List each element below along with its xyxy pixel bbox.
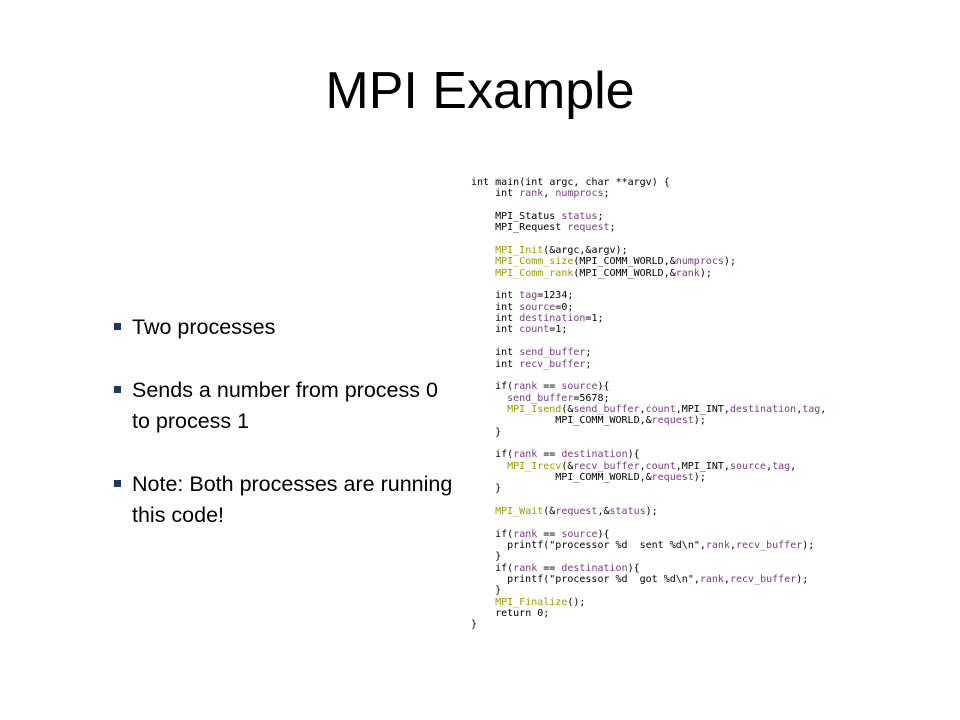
code-line: int destination=1; bbox=[495, 313, 604, 325]
code-line: } bbox=[471, 619, 478, 631]
code-line: if(rank == destination){ bbox=[495, 562, 640, 574]
code-line: printf("processor %d sent %d\n",rank,rec… bbox=[507, 540, 815, 551]
code-line: int send_buffer; bbox=[495, 347, 592, 359]
code-line: int rank, numprocs; bbox=[495, 188, 610, 200]
bullet-list: Two processes Sends a number from proces… bbox=[112, 312, 457, 563]
code-line: MPI_Comm_rank(MPI_COMM_WORLD,&rank); bbox=[495, 267, 712, 279]
code-line: if(rank == source){ bbox=[495, 528, 610, 540]
slide-title: MPI Example bbox=[325, 62, 635, 120]
bullet-item: Two processes bbox=[112, 312, 457, 343]
code-line: int main(int argc, char **argv) { bbox=[471, 177, 670, 188]
code-line: } bbox=[471, 426, 502, 438]
bullet-item: Sends a number from process 0 to process… bbox=[112, 375, 457, 437]
bullet-item: Note: Both processes are running this co… bbox=[112, 469, 457, 531]
code-line: MPI_Irecv(&recv_buffer,count,MPI_INT,sou… bbox=[507, 460, 797, 472]
code-line: MPI_Init(&argc,&argv); bbox=[495, 245, 628, 257]
bullet-text: Note: Both processes are running this co… bbox=[132, 472, 453, 527]
code-line: int tag=1234; bbox=[495, 290, 574, 302]
code-line: } bbox=[471, 551, 502, 563]
code-line: if(rank == destination){ bbox=[495, 449, 640, 461]
code-line: MPI_COMM_WORLD,&request); bbox=[555, 415, 706, 427]
code-block: int main(int argc, char **argv) { int ra… bbox=[471, 177, 826, 631]
code-line: MPI_Isend(&send_buffer,count,MPI_INT,des… bbox=[507, 403, 827, 415]
code-line: MPI_Request request; bbox=[495, 222, 616, 234]
code-line: MPI_Finalize(); bbox=[495, 596, 586, 608]
bullet-text: Sends a number from process 0 to process… bbox=[132, 378, 438, 433]
code-line: MPI_Status status; bbox=[495, 211, 604, 223]
bullet-text: Two processes bbox=[132, 315, 276, 339]
code-line: MPI_Wait(&request,&status); bbox=[495, 505, 658, 517]
code-line: send_buffer=5678; bbox=[507, 392, 610, 404]
code-line: int recv_buffer; bbox=[495, 358, 592, 370]
code-line: if(rank == source){ bbox=[495, 381, 610, 393]
code-line: } bbox=[471, 585, 502, 597]
square-bullet-icon bbox=[114, 480, 121, 487]
code-line: int source=0; bbox=[495, 301, 574, 313]
code-line: return 0; bbox=[495, 608, 550, 620]
code-line: int count=1; bbox=[495, 324, 568, 336]
code-line: printf("processor %d got %d\n",rank,recv… bbox=[507, 574, 809, 586]
code-line: MPI_COMM_WORLD,&request); bbox=[555, 471, 706, 483]
square-bullet-icon bbox=[114, 386, 121, 393]
code-line: } bbox=[471, 483, 502, 495]
code-line: MPI_Comm_size(MPI_COMM_WORLD,&numprocs); bbox=[495, 256, 736, 268]
square-bullet-icon bbox=[114, 323, 121, 330]
